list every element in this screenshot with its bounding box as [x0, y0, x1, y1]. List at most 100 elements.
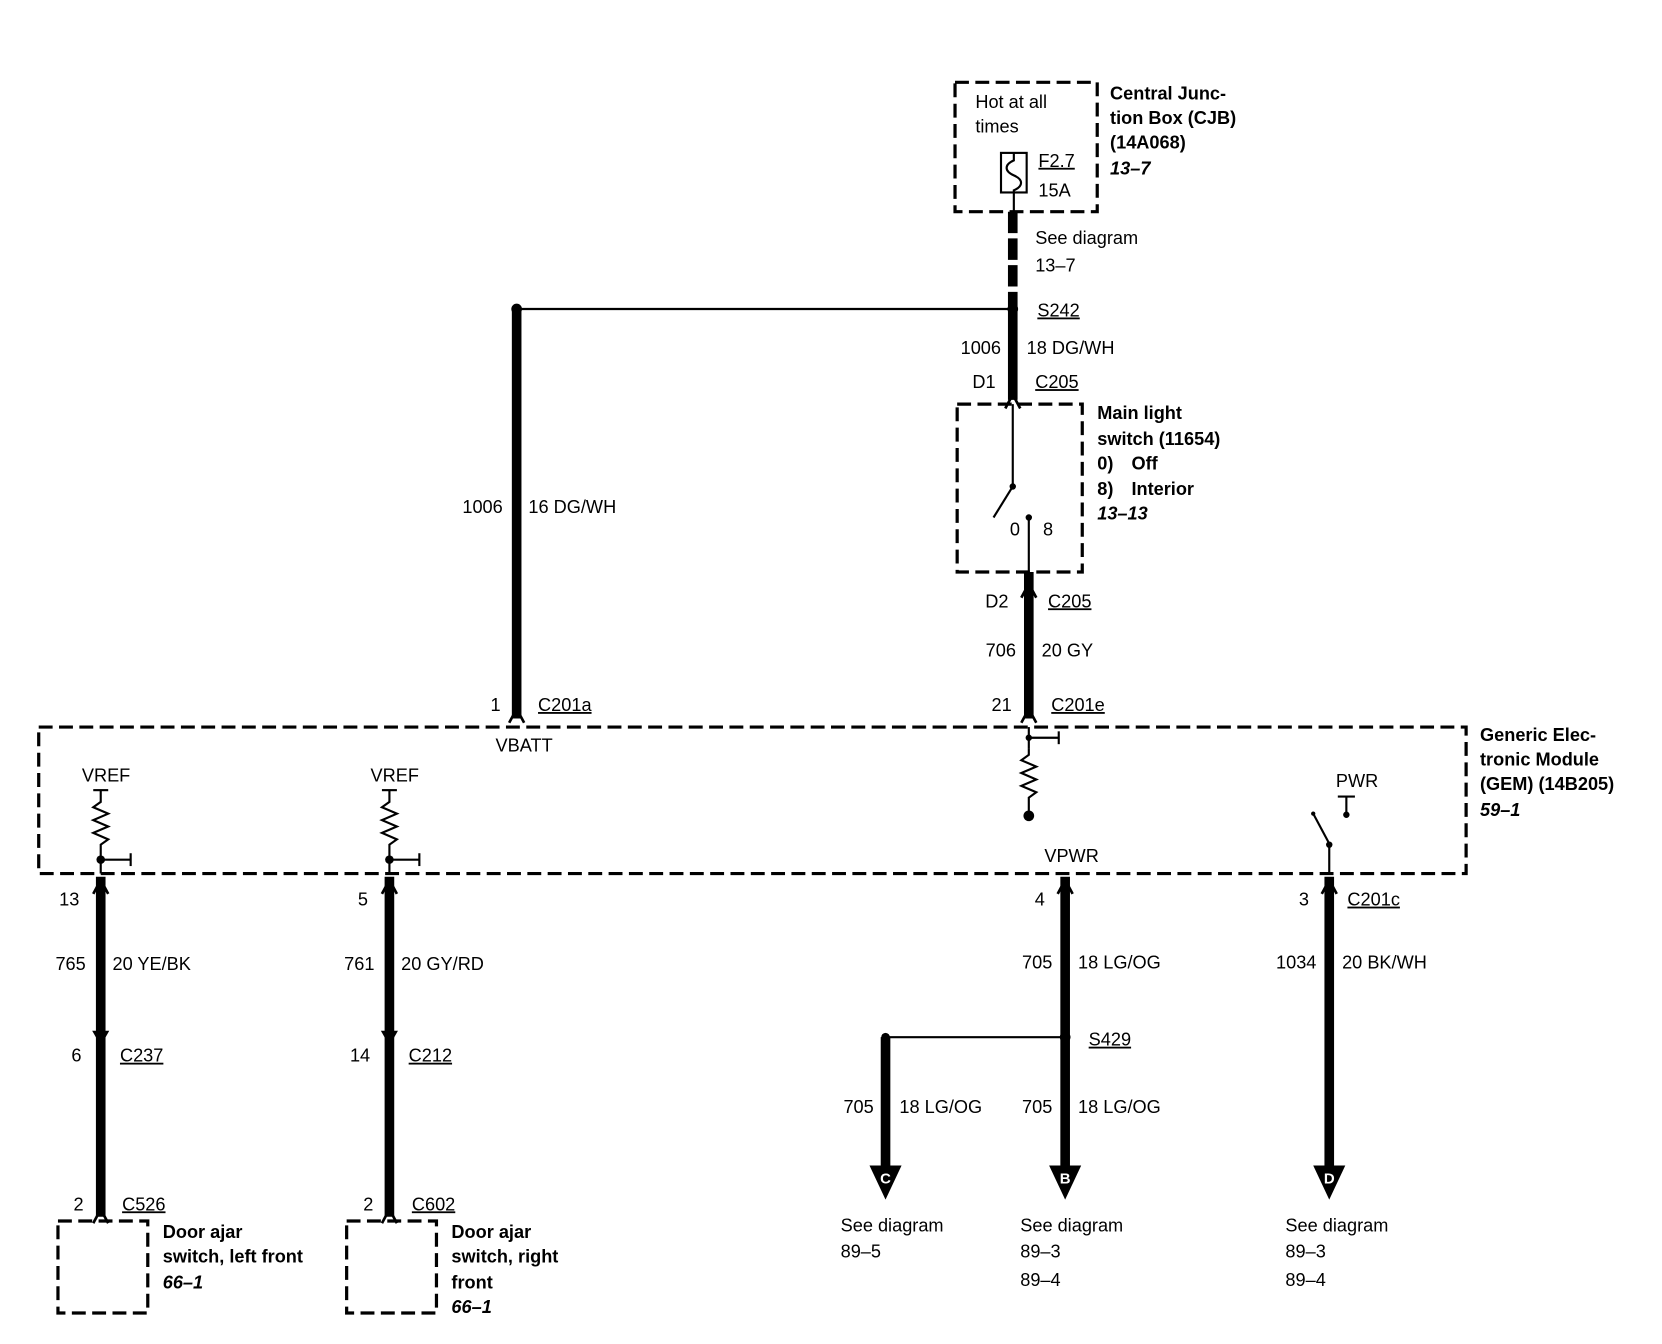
offpage-arrow-d-icon [1313, 1165, 1346, 1200]
c201a-connector: C201a [538, 695, 592, 715]
fuse-id: F2.7 [1038, 151, 1074, 171]
switch-terminal-off: 0 [1010, 520, 1020, 540]
offpage-letter-b: B [1060, 1171, 1071, 1188]
cjb-name-1: Central Junc- [1110, 83, 1226, 103]
gem-vref-right-label: VREF [371, 766, 419, 786]
w705c-see-diagram: See diagram [841, 1216, 944, 1236]
wire-761: 5 761 20 GY/RD 14 C212 2 C602 [344, 876, 484, 1224]
c526-connector: C526 [122, 1194, 165, 1214]
c201c-connector: C201c [1347, 890, 1399, 910]
switch-arm-icon [1312, 813, 1331, 845]
vbatt-wire-spec: 16 DG/WH [528, 497, 616, 517]
connector-chevron-icon [92, 1206, 110, 1224]
gem-name-2: tronic Module [1480, 750, 1599, 770]
w705c-circuit-number: 705 [843, 1097, 873, 1117]
fuse-rating: 15A [1038, 181, 1071, 201]
connector-chevron-icon [507, 706, 526, 724]
cjb-ref: 13–7 [1110, 158, 1151, 178]
w761-circuit-number: 761 [344, 954, 374, 974]
feed-see-ref: 13–7 [1035, 256, 1075, 276]
w705b-see-diagram: See diagram [1020, 1216, 1123, 1236]
mls-pos-0-label: Off [1131, 453, 1158, 473]
mls-pos-0-num: 0) [1097, 453, 1113, 473]
door-switch-left-outline [56, 1219, 150, 1315]
w705b-ref-1: 89–3 [1020, 1241, 1060, 1261]
connector-chevron-icon [380, 877, 399, 895]
wire-705: 4 705 18 LG/OG S429 705 18 LG/OG C See d… [841, 876, 1161, 1290]
w1034-circuit-number: 1034 [1276, 953, 1316, 973]
wire-1034: 3 C201c 1034 20 BK/WH D See diagram 89–3… [1276, 876, 1427, 1290]
w705b-circuit-number: 705 [1022, 1097, 1052, 1117]
connector-chevron-icon [1020, 706, 1038, 724]
c237-connector: C237 [120, 1046, 163, 1066]
resistor-icon [379, 790, 400, 874]
connector-chevron-icon [1020, 580, 1038, 599]
c237-pin: 6 [71, 1046, 81, 1066]
main-light-switch: 0 8 Main light switch (11654) 0) Off 8) … [955, 402, 1220, 574]
w705c-ref-1: 89–5 [841, 1241, 881, 1261]
generic-electronic-module: Generic Elec- tronic Module (GEM) (14B20… [37, 725, 1614, 876]
wire-706: D2 C205 706 20 GY 21 C201e [985, 572, 1105, 724]
offpage-letter-d: D [1324, 1171, 1335, 1188]
main-light-switch-outline [955, 402, 1084, 574]
w761-gem-pin: 5 [358, 890, 368, 910]
w765-circuit-number: 765 [55, 954, 85, 974]
feed-wire-spec: 18 DG/WH [1027, 338, 1115, 358]
gem-name-3: (GEM) (14B205) [1480, 774, 1614, 794]
mls-ref: 13–13 [1097, 504, 1148, 524]
connector-arrow-icon [92, 1030, 110, 1046]
cjb-hot-label-2: times [975, 117, 1018, 137]
feed-see-diagram: See diagram [1035, 228, 1138, 248]
c201e-connector: C201e [1051, 695, 1105, 715]
gem-vbatt-label: VBATT [496, 736, 553, 756]
connector-chevron-icon [1320, 877, 1338, 895]
w1034-ref-2: 89–4 [1285, 1270, 1325, 1290]
connector-chevron-icon [380, 1206, 399, 1224]
cjb-name-2: tion Box (CJB) [1110, 108, 1236, 128]
fuse-icon [999, 151, 1028, 194]
wire-1006-feed: See diagram 13–7 S242 1006 18 DG/WH D1 C… [961, 211, 1138, 410]
w706-circuit-number: 706 [986, 640, 1016, 660]
c212-pin: 14 [350, 1046, 370, 1066]
mls-pos-8-label: Interior [1131, 479, 1194, 499]
door-switch-right-name-1: Door ajar [451, 1222, 531, 1242]
door-ajar-switch-right-front: Door ajar switch, right front 66–1 [345, 1219, 558, 1317]
w1034-ref-1: 89–3 [1285, 1241, 1325, 1261]
offpage-arrow-b-icon [1049, 1165, 1082, 1200]
cjb-name-3: (14A068) [1110, 133, 1186, 153]
cjb-hot-label-1: Hot at all [975, 92, 1047, 112]
w705b-wire-spec: 18 LG/OG [1078, 1097, 1161, 1117]
switch-arm-icon [992, 485, 1014, 519]
resistor-icon [1018, 748, 1040, 816]
connector-arrow-icon [380, 1030, 398, 1046]
connector-chevron-icon [1056, 877, 1074, 895]
c205-bottom-pin: D2 [985, 591, 1008, 611]
c201a-pin: 1 [491, 695, 501, 715]
w705-gem-pin: 4 [1035, 890, 1045, 910]
c205-top-connector: C205 [1035, 372, 1078, 392]
gem-ref: 59–1 [1480, 800, 1520, 820]
c201e-pin: 21 [991, 695, 1011, 715]
mls-name-2: switch (11654) [1097, 429, 1220, 449]
vbatt-circuit-number: 1006 [462, 497, 502, 517]
c205-top-pin: D1 [972, 372, 995, 392]
offpage-letter-c: C [880, 1171, 891, 1188]
w705-wire-spec: 18 LG/OG [1078, 953, 1161, 973]
wire-765: 13 765 20 YE/BK 6 C237 2 C526 [55, 876, 191, 1224]
w705-circuit-number: 705 [1022, 953, 1052, 973]
door-switch-right-outline [345, 1219, 439, 1315]
w706-wire-spec: 20 GY [1042, 640, 1093, 660]
door-switch-right-name-2: switch, right [451, 1247, 558, 1267]
door-switch-right-name-3: front [451, 1272, 492, 1292]
w705b-ref-2: 89–4 [1020, 1270, 1060, 1290]
door-switch-left-ref: 66–1 [163, 1272, 203, 1292]
w765-gem-pin: 13 [59, 890, 79, 910]
w761-wire-spec: 20 GY/RD [401, 954, 484, 974]
w1034-see-diagram: See diagram [1285, 1216, 1388, 1236]
w765-wire-spec: 20 YE/BK [112, 954, 190, 974]
gem-vref-left-label: VREF [82, 766, 130, 786]
c205-bottom-connector: C205 [1048, 591, 1091, 611]
splice-s242-label: S242 [1037, 300, 1079, 320]
c602-pin: 2 [363, 1194, 373, 1214]
